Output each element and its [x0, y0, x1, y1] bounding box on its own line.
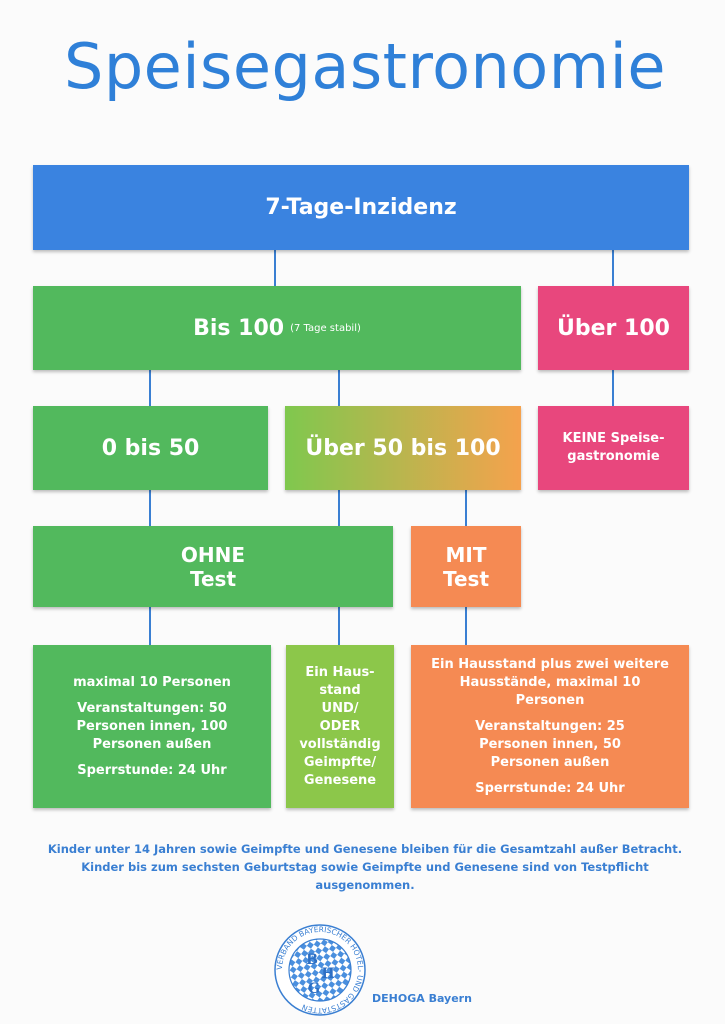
bis-100-box: Bis 100 (7 Tage stabil) [33, 286, 521, 370]
dehoga-seal-icon: VERBAND BAYERISCHER HOTEL- UND GASTSTÄTT… [274, 924, 366, 1016]
connector [338, 370, 340, 406]
footnote-2: Kinder bis zum sechsten Geburtstag sowie… [81, 860, 649, 892]
connector [612, 250, 614, 286]
ohne-line2: Test [189, 566, 236, 591]
mit-line1: MIT [445, 542, 487, 567]
bis-100-note: (7 Tage stabil) [290, 322, 361, 334]
rules-left-p3: Sperrstunde: 24 Uhr [77, 762, 227, 778]
connector [149, 490, 151, 526]
inzidenz-box: 7-Tage-Inzidenz [33, 165, 689, 250]
ueber-50-bis-100-box: Über 50 bis 100 [285, 406, 521, 490]
ohne-test-box: OHNE Test [33, 526, 393, 607]
rules-right-p3: Sperrstunde: 24 Uhr [475, 780, 625, 796]
connector [338, 607, 340, 645]
page-title: Speisegastronomie [63, 30, 667, 103]
connector [612, 370, 614, 406]
keine-label: KEINE Speise- gastronomie [562, 431, 665, 464]
ueber-100-label: Über 100 [557, 315, 670, 341]
inzidenz-label: 7-Tage-Inzidenz [265, 195, 457, 220]
mit-line2: Test [442, 566, 489, 591]
connector [465, 490, 467, 526]
connector [338, 490, 340, 526]
rules-left-p2: Veranstaltungen: 50 Personen innen, 100 … [76, 700, 228, 752]
null-bis-50-label: 0 bis 50 [101, 435, 200, 461]
connector [149, 607, 151, 645]
svg-text:B: B [306, 952, 318, 968]
ohne-line1: OHNE [180, 542, 246, 567]
keine-box: KEINE Speise- gastronomie [538, 406, 689, 490]
ueber-100-box: Über 100 [538, 286, 689, 370]
rules-left-p1: maximal 10 Personen [73, 674, 231, 690]
null-bis-50-box: 0 bis 50 [33, 406, 268, 490]
footnote-1: Kinder unter 14 Jahren sowie Geimpfte un… [47, 842, 683, 856]
dehoga-logo: VERBAND BAYERISCHER HOTEL- UND GASTSTÄTT… [270, 920, 370, 1020]
rules-right-p1: Ein Hausstand plus zwei weitere Hausstän… [431, 656, 669, 708]
svg-text:H: H [321, 966, 334, 982]
connector [149, 370, 151, 406]
bis-100-label: Bis 100 [193, 315, 285, 341]
footnotes: Kinder unter 14 Jahren sowie Geimpfte un… [35, 840, 695, 894]
mit-test-box: MIT Test [411, 526, 521, 607]
svg-text:G: G [308, 981, 320, 997]
rules-right-box: Ein Hausstand plus zwei weitere Hausstän… [411, 645, 689, 808]
dehoga-caption: DEHOGA Bayern [372, 992, 472, 1005]
connector [274, 250, 276, 286]
rules-middle-p1: Ein Haus- stand UND/ ODER vollständig Ge… [299, 664, 381, 788]
rules-right-p2: Veranstaltungen: 25 Personen innen, 50 P… [475, 718, 625, 770]
connector [465, 607, 467, 645]
rules-left-box: maximal 10 Personen Veranstaltungen: 50 … [33, 645, 271, 808]
ueber-50-bis-100-label: Über 50 bis 100 [305, 435, 501, 461]
rules-middle-box: Ein Haus- stand UND/ ODER vollständig Ge… [286, 645, 394, 808]
